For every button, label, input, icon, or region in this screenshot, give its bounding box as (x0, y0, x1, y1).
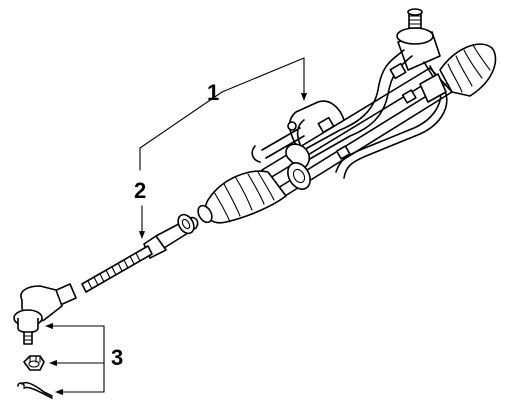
callout-2: 2 (134, 178, 146, 203)
callout-2-group: 2 (134, 178, 146, 239)
callout-1: 1 (207, 80, 219, 105)
mounting-bushing (285, 143, 311, 190)
callout-1-group: 1 (139, 57, 308, 171)
pinion-valve-housing (396, 8, 441, 71)
callout-3: 3 (111, 345, 123, 370)
outer-tie-rod-end (13, 283, 77, 345)
callout-3-group: 3 (45, 322, 123, 396)
steering-gear-assembly (197, 8, 497, 224)
right-boot (439, 43, 497, 97)
left-boot (204, 170, 287, 224)
hydraulic-lines (251, 49, 448, 179)
castle-nut (23, 355, 45, 371)
cotter-pin (17, 381, 53, 399)
right-mount (419, 73, 447, 103)
inner-tie-rod (81, 213, 199, 293)
